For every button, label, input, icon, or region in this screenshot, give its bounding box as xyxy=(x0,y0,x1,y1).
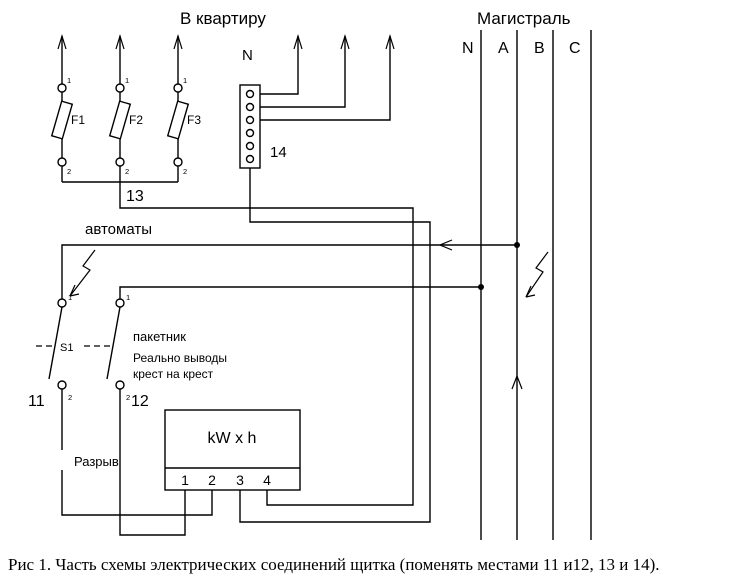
neutral-tap-wire xyxy=(119,286,481,299)
fuse-branches: F1 1 2 F2 1 2 F3 1 2 xyxy=(50,36,201,182)
terminal-mark: 1 xyxy=(183,76,187,85)
terminal-block-screws xyxy=(245,89,255,164)
node-12-label: 12 xyxy=(131,393,149,410)
terminal-mark: 2 xyxy=(67,167,71,176)
lightning-arrow-right-icon xyxy=(525,251,549,298)
node-14-label: 14 xyxy=(270,144,287,161)
neutral-terminal-block: N 14 xyxy=(239,36,431,523)
bus-letter-b: B xyxy=(534,40,545,57)
fuse-f3: F3 1 2 xyxy=(166,76,201,176)
packet-switch: S1 1 1 2 2 xyxy=(36,293,130,402)
figure-caption: Рис 1. Часть схемы электрических соедине… xyxy=(8,555,660,574)
wiring-diagram: В квартиру Магистраль N A B C F1 1 2 F2 xyxy=(28,9,592,540)
fuse-f1-label: F1 xyxy=(71,113,85,127)
break-label: Разрыв xyxy=(74,454,119,469)
bus-letter-a: A xyxy=(498,40,509,57)
terminal-mark: 1 xyxy=(126,293,130,302)
terminal-mark: 2 xyxy=(68,393,72,402)
automats-label: автоматы xyxy=(85,221,152,238)
phase-tap-wire xyxy=(61,244,517,299)
terminal-mark: 1 xyxy=(67,76,71,85)
fuse-f2: F2 1 2 xyxy=(108,76,143,176)
bus-letter-c: C xyxy=(569,40,581,57)
node-11-label: 11 xyxy=(28,393,45,410)
fuse-f2-label: F2 xyxy=(129,113,143,127)
meter-terminal-4: 4 xyxy=(263,472,271,488)
terminal-mark: 1 xyxy=(68,293,72,302)
flow-arrow-up-icon xyxy=(511,374,523,390)
meter-title: kW x h xyxy=(208,430,257,447)
meter-terminal-2: 2 xyxy=(208,472,216,488)
switch-s1-label: S1 xyxy=(60,342,73,354)
junction-dot xyxy=(478,284,484,290)
junction-dot xyxy=(514,242,520,248)
terminal-mark: 2 xyxy=(183,167,187,176)
cross-note-line1: Реально выводы xyxy=(133,351,227,365)
terminal-mark: 1 xyxy=(125,76,129,85)
fuse-f1: F1 1 2 xyxy=(50,76,85,176)
cross-note-line2: крест на крест xyxy=(133,367,214,381)
magistral-lines xyxy=(480,30,592,540)
terminal-mark: 2 xyxy=(125,167,129,176)
neutral-label: N xyxy=(242,47,253,64)
lightning-arrow-left-icon xyxy=(69,249,96,297)
meter-terminal-1: 1 xyxy=(181,472,189,488)
crossed-leads-wires xyxy=(61,389,213,536)
energy-meter: kW x h 1 2 3 4 xyxy=(164,409,301,491)
apartment-feed-arrow-icons xyxy=(57,33,395,50)
fuse-f3-label: F3 xyxy=(187,113,201,127)
meter-terminal-3: 3 xyxy=(236,472,244,488)
terminal-mark: 2 xyxy=(126,393,130,402)
heading-main-line: Магистраль xyxy=(477,9,571,28)
heading-to-apartment: В квартиру xyxy=(180,9,266,28)
terminal-block-wires xyxy=(239,36,431,523)
node13-bus-wire xyxy=(62,181,414,506)
node-13-label: 13 xyxy=(126,188,144,205)
packet-switch-label: пакетник xyxy=(133,329,186,344)
flow-arrow-left-icon xyxy=(438,239,453,251)
magistral-letters: N A B C xyxy=(462,40,581,57)
magistral-taps xyxy=(61,239,523,390)
bus-letter-n: N xyxy=(462,40,474,57)
switch-blades xyxy=(48,306,121,380)
